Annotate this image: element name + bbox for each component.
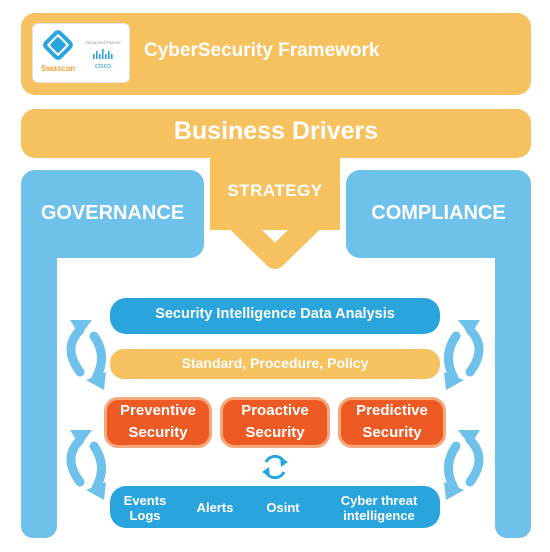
- standards-bar: [110, 349, 440, 379]
- alerts-label: Alerts: [196, 500, 234, 515]
- osint-label: Osint: [266, 500, 300, 515]
- curved-loop-arrow-icon: [70, 320, 106, 390]
- curved-loop-arrow-icon: [66, 435, 106, 493]
- curved-loop-arrow-icon: [70, 430, 106, 500]
- security-intelligence-bar: [110, 298, 440, 334]
- governance-pillar: [21, 240, 57, 538]
- curved-loop-arrow-icon: [444, 320, 480, 390]
- cisco-wordmark: cisco: [95, 63, 111, 70]
- business-drivers-label: Business Drivers: [173, 117, 379, 145]
- chevron-down-icon: [221, 205, 329, 269]
- proactive-security-box: [220, 397, 330, 448]
- strategy-label: STRATEGY: [227, 181, 323, 200]
- curved-loop-arrow-icon: [444, 325, 484, 383]
- standards-label: Standard, Procedure, Policy: [181, 355, 369, 371]
- compliance-label: COMPLIANCE: [371, 202, 506, 224]
- swascan-logo-icon: Swascan Advanced Partner cisco: [41, 30, 122, 73]
- compliance-pillar: [495, 240, 531, 538]
- business-drivers-bar: [21, 109, 531, 158]
- governance-label: GOVERNANCE: [40, 202, 185, 224]
- curved-loop-arrow-icon: [444, 435, 484, 493]
- swascan-wordmark: Swascan: [41, 64, 75, 73]
- security-intelligence-label: Security Intelligence Data Analysis: [155, 306, 395, 322]
- refresh-cycle-icon: [262, 457, 288, 477]
- cisco-bars-icon: [93, 49, 113, 59]
- logo-card: Swascan Advanced Partner cisco: [32, 23, 130, 83]
- data-sources-bar: [110, 486, 440, 528]
- framework-title: CyberSecurity Framework: [144, 40, 380, 61]
- curved-loop-arrow-icon: [66, 325, 106, 383]
- partner-tagline: Advanced Partner: [85, 40, 122, 45]
- preventive-security-box: [104, 397, 212, 448]
- predictive-security-box: [338, 397, 446, 448]
- curved-loop-arrow-icon: [444, 430, 480, 500]
